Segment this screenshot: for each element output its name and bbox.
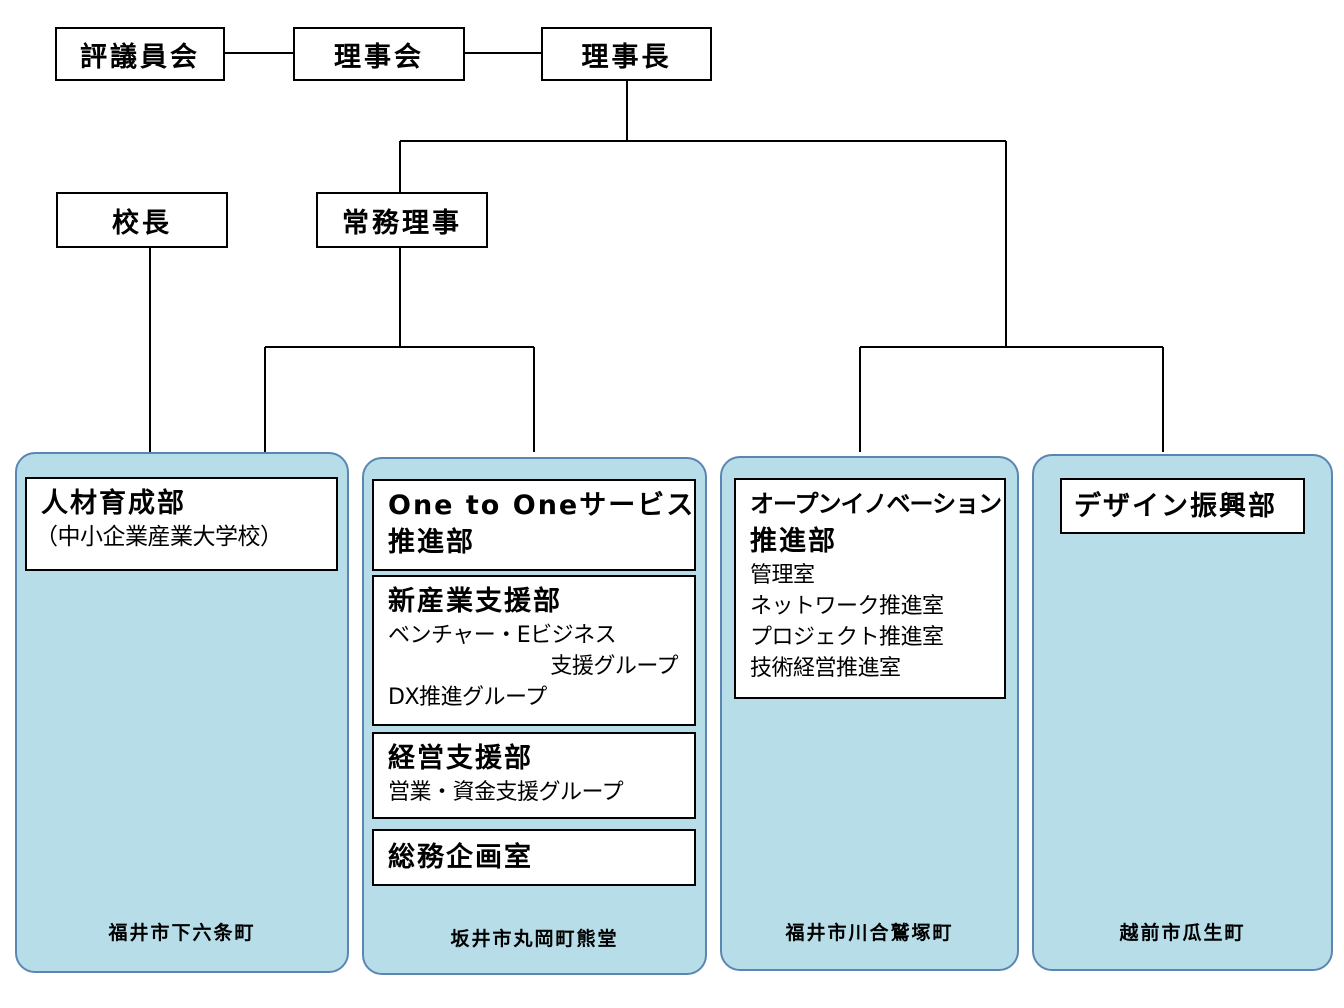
dept-title-line1: オープンイノベーション xyxy=(750,490,1002,518)
address-label: 越前市瓜生町 xyxy=(1119,922,1246,944)
dept-shinsangyo-shien: 新産業支援部 ベンチャー・Eビジネス 支援グループ DX推進グループ xyxy=(372,575,696,726)
dept-jinzai-ikusei: 人材育成部 （中小企業産業大学校） xyxy=(25,477,338,571)
dept-design-shinko: デザイン振興部 xyxy=(1060,478,1305,534)
dept-title: デザイン振興部 xyxy=(1074,491,1277,522)
hyogiinkai-box: 評議員会 xyxy=(55,27,225,81)
dept-line: DX推進グループ xyxy=(388,685,547,710)
panel-echizen xyxy=(1032,454,1333,971)
dept-title-line1: One to Oneサービス xyxy=(388,490,696,521)
jomuriji-label: 常務理事 xyxy=(342,207,462,239)
dept-one-to-one: One to Oneサービス 推進部 xyxy=(372,479,696,571)
rijikai-box: 理事会 xyxy=(293,27,465,81)
dept-keiei-shien: 経営支援部 営業・資金支援グループ xyxy=(372,732,696,819)
rijicho-box: 理事長 xyxy=(541,27,712,81)
dept-title: 新産業支援部 xyxy=(388,586,562,617)
address-label: 福井市下六条町 xyxy=(108,922,256,944)
dept-line: 営業・資金支援グループ xyxy=(388,780,624,805)
dept-line: プロジェクト推進室 xyxy=(750,625,944,650)
dept-line: 技術経営推進室 xyxy=(750,656,901,681)
jomuriji-box: 常務理事 xyxy=(316,192,488,248)
dept-title: 経営支援部 xyxy=(388,743,533,774)
dept-title-line2: 推進部 xyxy=(388,527,475,558)
dept-subtitle: （中小企業産業大学校） xyxy=(35,524,283,550)
dept-line: 支援グループ xyxy=(550,654,678,679)
hyogiinkai-label: 評議員会 xyxy=(80,41,200,73)
dept-title-line2: 推進部 xyxy=(750,526,837,557)
dept-open-innovation: オープンイノベーション 推進部 管理室 ネットワーク推進室 プロジェクト推進室 … xyxy=(734,478,1006,699)
address-label: 福井市川合鷲塚町 xyxy=(785,922,954,944)
rijikai-label: 理事会 xyxy=(334,41,424,73)
dept-line: ネットワーク推進室 xyxy=(750,594,944,619)
dept-line: 管理室 xyxy=(750,563,815,588)
dept-title: 人材育成部 xyxy=(41,488,186,519)
address-label: 坂井市丸岡町熊堂 xyxy=(450,928,619,950)
dept-title: 総務企画室 xyxy=(388,842,533,873)
dept-somu-kikaku: 総務企画室 xyxy=(372,829,696,886)
kocho-label: 校長 xyxy=(112,207,172,239)
kocho-box: 校長 xyxy=(56,192,228,248)
dept-line: ベンチャー・Eビジネス xyxy=(388,623,617,648)
rijicho-label: 理事長 xyxy=(581,41,672,73)
